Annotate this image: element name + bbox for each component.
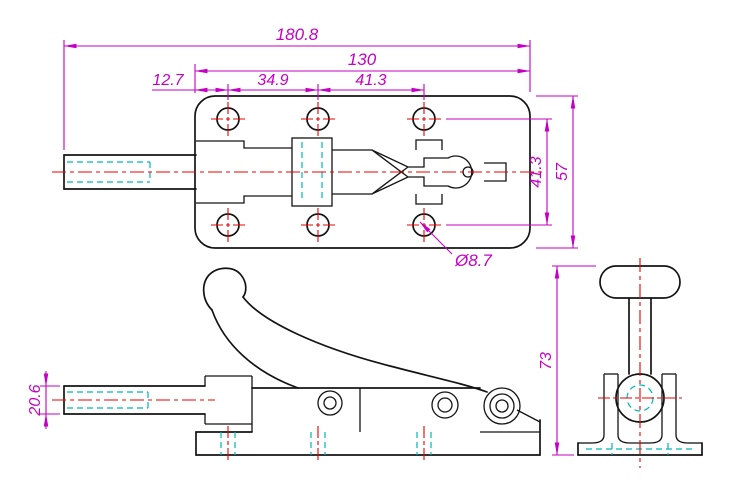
side-view-hidden-lines [67,391,432,455]
top-view-dimensions: 180.8 130 12.7 34.9 41.3 41.3 57 Ø8.7 [63,25,578,270]
side-view: 20.6 [27,267,541,462]
dim-left-offset-label: 12.7 [152,72,184,89]
dim-body-width-label: 57 [554,162,571,181]
handle-inner-edge [211,309,299,389]
end-view-centerlines [598,258,682,468]
dim-hole-row-spacing-label: 41.3 [528,156,545,187]
side-view-outline [63,267,541,456]
side-view-dimensions: 20.6 [27,371,60,429]
top-view: 180.8 130 12.7 34.9 41.3 41.3 57 Ø8.7 [52,25,578,270]
end-view: 73 [538,258,703,468]
dim-body-length-label: 130 [348,50,377,69]
dim-hole-pitch1-label: 34.9 [257,72,288,89]
handle-knob-outline [202,267,247,311]
dim-hole-diameter-label: Ø8.7 [454,251,492,270]
end-view-dimensions: 73 [538,265,596,456]
dim-total-length-label: 180.8 [276,25,319,44]
side-view-centerlines [52,399,425,462]
dim-rod-diameter-label: 20.6 [27,384,44,416]
dim-overall-height-label: 73 [538,352,555,370]
dim-hole-pitch2-label: 41.3 [355,72,386,89]
top-view-centerlines [52,102,546,242]
handle-outer-edge [242,296,488,393]
